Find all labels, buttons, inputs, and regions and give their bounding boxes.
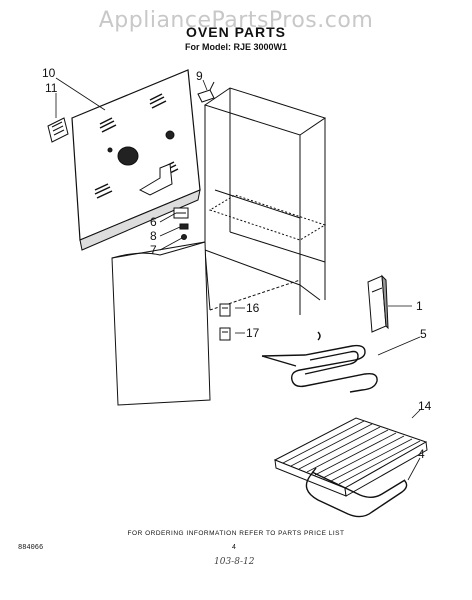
callout-9: 9 — [196, 69, 203, 83]
model-subtitle: For Model: RJE 3000W1 — [184, 42, 288, 52]
callout-4: 4 — [418, 447, 425, 461]
back-panel-part-10 — [71, 69, 201, 251]
callout-6: 6 — [150, 215, 157, 229]
oven-rack-part-14 — [273, 417, 428, 497]
callout-5: 5 — [420, 327, 427, 341]
diagram-title: OVEN PARTS — [186, 24, 286, 40]
bracket-part-16 — [219, 303, 231, 317]
element-part-1 — [367, 274, 389, 333]
callout-14: 14 — [418, 399, 432, 413]
callout-7: 7 — [150, 243, 157, 257]
page-number: 4 — [232, 544, 236, 551]
bracket-part-6 — [173, 207, 189, 219]
handwritten-note: 103-8-12 — [214, 557, 255, 567]
document-code: 884066 — [18, 544, 44, 552]
bake-element-part-4 — [305, 467, 408, 518]
bracket-part-17 — [219, 327, 231, 341]
broil-element-part-5 — [261, 331, 378, 393]
callout-16: 16 — [246, 301, 260, 315]
callout-1: 1 — [416, 299, 423, 313]
clip-part-9 — [197, 81, 215, 103]
screw-part-7 — [181, 234, 187, 240]
ordering-note: FOR ORDERING INFORMATION REFER TO PARTS … — [127, 530, 345, 537]
callout-8: 8 — [150, 229, 157, 243]
screw-part-8 — [179, 223, 189, 230]
leader-lines — [55, 77, 421, 481]
callout-11: 11 — [45, 81, 58, 95]
oven-cavity-frame — [203, 87, 327, 315]
callout-17: 17 — [246, 326, 260, 340]
callout-10: 10 — [42, 66, 56, 80]
lower-panel — [111, 241, 211, 406]
bracket-part-11 — [47, 117, 69, 143]
watermark: AppliancePartsPros.com — [98, 8, 374, 33]
